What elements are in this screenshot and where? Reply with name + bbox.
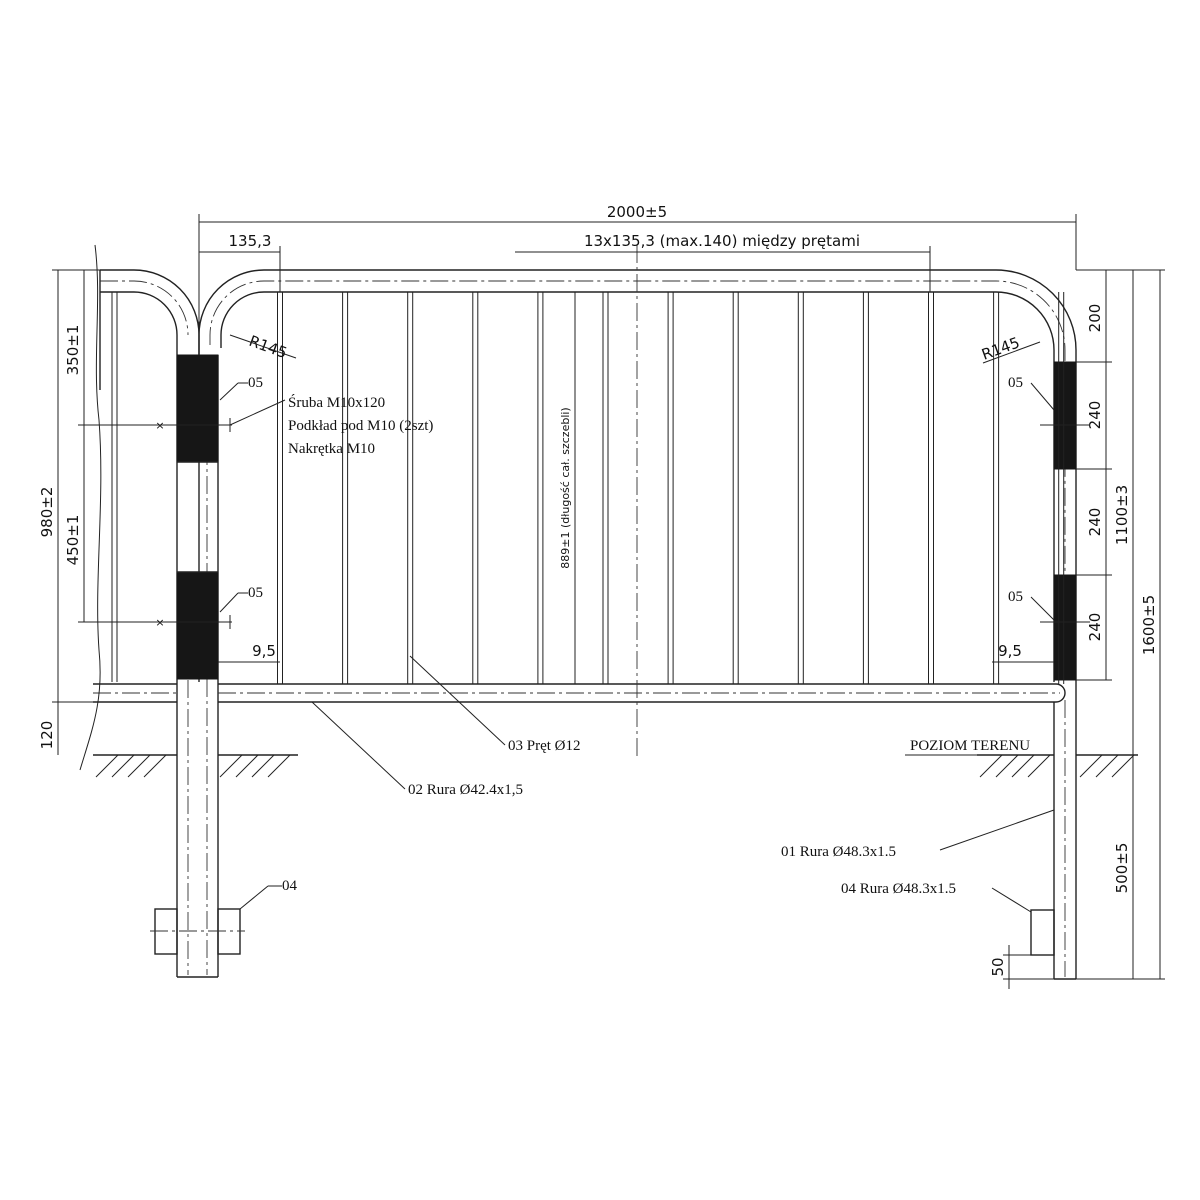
bolt-label: Śruba M10x120 [288,394,385,411]
right-240b-label: 240 [1086,508,1104,537]
vertical-bars [277,292,1065,684]
ground-right [977,754,1138,778]
right-240c-label: 240 [1086,613,1104,642]
ground-hatch [1011,754,1035,778]
ground-hatch [127,754,151,778]
item-04-left: 04 [282,878,298,894]
ground-hatch [95,754,119,778]
bottom-rail [218,683,1066,703]
ground-hatch [235,754,259,778]
tube-42-label: 02 Rura Ø42.4x1,5 [408,782,523,798]
tube-48-foot-label: 04 Rura Ø48.3x1.5 [841,881,956,897]
ground-left [93,754,298,778]
cross-mark-lower: × [155,616,164,629]
radius-right-label: R145 [979,333,1022,363]
ground-hatch [979,754,1003,778]
right-50-label: 50 [989,957,1007,976]
main-frame [198,269,1077,980]
nut-label: Nakrętka M10 [288,441,375,457]
ground-hatch [1095,754,1119,778]
ground-hatch [995,754,1019,778]
top-dimensions: 2000±5 135,3 13x135,3 (max.140) między p… [198,203,1077,364]
ground-hatch [1111,754,1135,778]
left-post [150,354,245,978]
bar-length-dimension: 889±1 (długość cał. szczebli) [559,292,576,684]
ground-hatch [251,754,275,778]
left-clamp-upper [176,354,219,463]
right-1100-label: 1100±3 [1113,485,1131,545]
height-120-label: 120 [38,721,56,750]
bar-spacing-label: 13x135,3 (max.140) między prętami [584,232,860,250]
left-dimensions: 980±2 350±1 450±1 × × 120 [38,269,232,755]
left-foot-right [217,908,241,955]
right-clamp-lower [1053,574,1077,681]
adjacent-barrier-fragment [79,244,200,771]
left-foot-left [154,908,178,955]
ground-hatch [1027,754,1051,778]
height-350-label: 350±1 [64,325,82,376]
ground-hatch [143,754,167,778]
gap-right-label: 9,5 [998,642,1022,660]
rod-label: 03 Pręt Ø12 [508,738,581,754]
item-05-left-lower: 05 [248,585,263,601]
left-clamp-lower [176,571,219,680]
right-500-label: 500±5 [1113,843,1131,894]
gap-dimensions: 9,5 9,5 [218,642,1054,663]
item-05-right-upper: 05 [1008,375,1023,391]
right-clamp-upper [1053,361,1077,470]
ground-hatch [1079,754,1103,778]
radius-left-label: R145 [247,332,290,362]
ground-level-label: POZIOM TERENU [910,738,1030,754]
right-200-label: 200 [1086,304,1104,333]
item-05-right-lower: 05 [1008,589,1023,605]
right-240a-label: 240 [1086,401,1104,430]
ground-hatch [111,754,135,778]
height-980-label: 980±2 [38,487,56,538]
tube-48-main-label: 01 Rura Ø48.3x1.5 [781,844,896,860]
gap-left-label: 9,5 [252,642,276,660]
callouts: 05 Śruba M10x120 Podkład pod M10 (2szt) … [219,375,1055,913]
item-05-left-upper: 05 [248,375,263,391]
overall-length-label: 2000±5 [607,203,667,221]
ground-hatch [267,754,291,778]
bar-length-label: 889±1 (długość cał. szczebli) [559,407,572,568]
first-spacing-label: 135,3 [229,232,272,250]
cross-mark-upper: × [155,419,164,432]
washer-label: Podkład pod M10 (2szt) [288,418,433,434]
height-450-label: 450±1 [64,515,82,566]
right-dimensions: 200 240 240 240 1100±3 1600±5 500±5 50 [989,269,1165,989]
right-foot [1030,909,1055,956]
ground-hatch [219,754,243,778]
right-1600-label: 1600±5 [1140,595,1158,655]
